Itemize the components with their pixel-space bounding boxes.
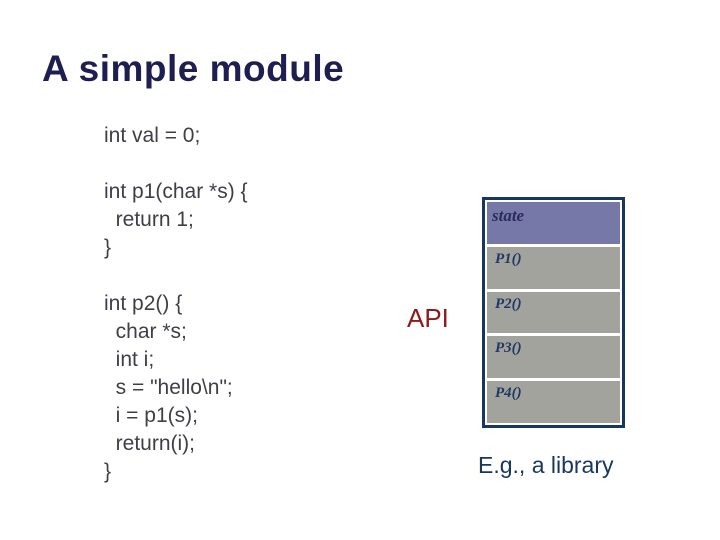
code-block-p2: int p2() { char *s; int i; s = "hello\n"… xyxy=(104,290,248,486)
code-line: int p1(char *s) { xyxy=(104,180,248,203)
code-line: i = p1(s); xyxy=(104,404,198,427)
api-label: API xyxy=(407,303,449,333)
code-block-val: int val = 0; xyxy=(104,122,248,150)
caption-example: E.g., a library xyxy=(478,452,614,478)
code-line: s = "hello\n"; xyxy=(104,376,233,399)
code-line: return(i); xyxy=(104,432,196,455)
code-line: int val = 0; xyxy=(104,124,201,147)
module-box-row-p4: P4() xyxy=(487,381,620,423)
page-title: A simple module xyxy=(42,48,345,89)
code-line: return 1; xyxy=(104,208,194,231)
code-line: int p2() { xyxy=(104,292,183,315)
module-box-row-p3: P3() xyxy=(487,336,620,379)
code-block-p1: int p1(char *s) { return 1; } xyxy=(104,178,248,262)
module-box-state-header: state xyxy=(487,202,620,244)
module-box-row-p1: P1() xyxy=(487,246,620,289)
module-box-diagram: state P1() P2() P3() P4() xyxy=(482,197,625,428)
code-line: int i; xyxy=(104,348,155,371)
code-line: } xyxy=(104,460,112,483)
code-line: } xyxy=(104,236,112,259)
code-area: int val = 0; int p1(char *s) { return 1;… xyxy=(104,122,248,514)
code-line: char *s; xyxy=(104,320,187,343)
module-box-row-p2: P2() xyxy=(487,291,620,334)
